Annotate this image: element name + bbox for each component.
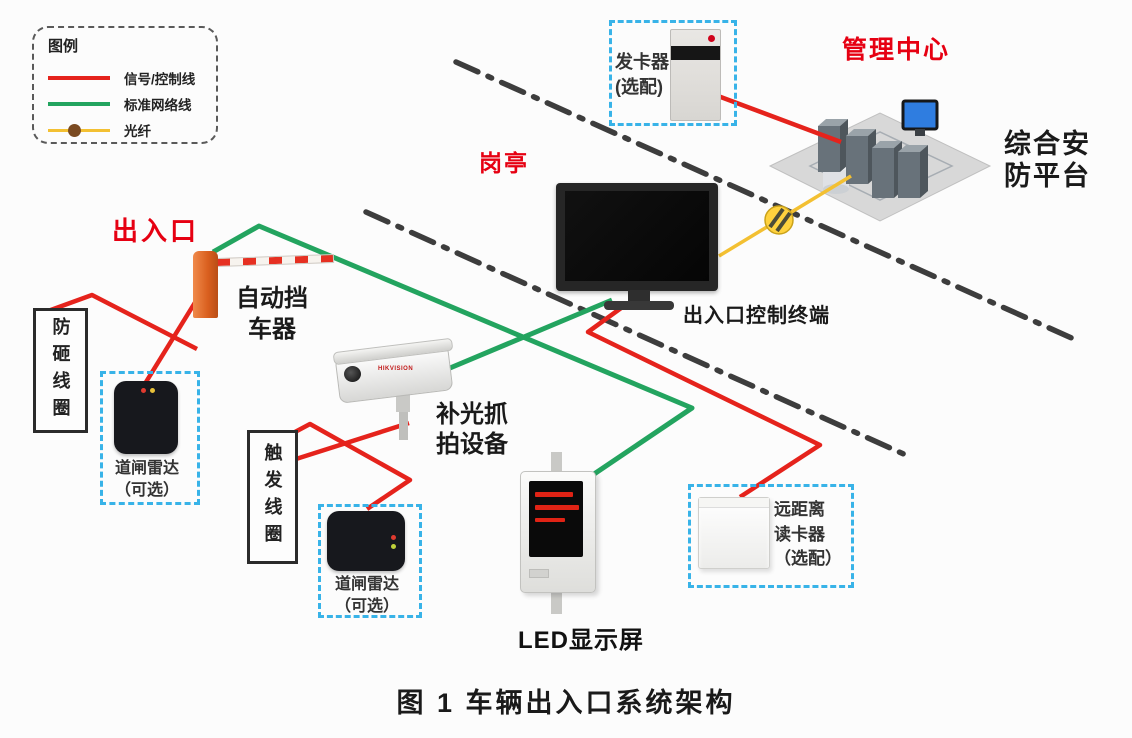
signal-line-dispenser-to-platform <box>717 93 842 145</box>
legend-item-fiber: 光纤 <box>48 117 204 143</box>
zone-label-management-center: 管理中心 <box>842 36 951 64</box>
control-terminal-monitor <box>556 183 718 291</box>
card-dispenser-option-bracket <box>609 20 737 126</box>
led-display-device <box>520 471 596 593</box>
legend-item-label: 光纤 <box>124 124 151 139</box>
camera-lens-icon <box>344 366 361 382</box>
monitor-screen <box>565 191 709 281</box>
barrier-post <box>193 251 218 318</box>
camera-pole <box>399 410 408 440</box>
camera-label-line2: 拍设备 <box>436 431 508 458</box>
card-dispenser-label: 发卡器 <box>615 52 669 72</box>
security-platform-label-line2: 防平台 <box>1004 161 1091 192</box>
legend-item-network: 标准网络线 <box>48 91 204 117</box>
fiber-dot-icon <box>68 123 81 137</box>
anti-smash-loop-box: 防砸线圈 <box>33 308 88 433</box>
led-display-label: LED显示屏 <box>518 627 644 654</box>
figure-caption: 图 1 车辆出入口系统架构 <box>396 688 736 718</box>
radar1-device <box>114 381 178 454</box>
legend-title: 图例 <box>48 38 79 55</box>
legend-item-label: 标准网络线 <box>124 98 192 113</box>
radar2-label: 道闸雷达 <box>334 576 399 593</box>
reader-label-line2: 读卡器 <box>774 524 825 544</box>
platform-monitor <box>901 99 939 131</box>
radar-led-icon <box>150 388 155 393</box>
led-pole-top <box>551 452 562 476</box>
security-platform-graphic <box>768 99 992 222</box>
card-dispenser-note: (选配) <box>615 77 663 98</box>
reader-top-face <box>699 498 769 508</box>
radar2-note: （可选） <box>334 597 399 615</box>
reader-note: （选配） <box>774 549 842 569</box>
cylinder-bottom <box>823 184 849 194</box>
legend-box: 图例 信号/控制线 标准网络线 光纤 <box>32 26 218 144</box>
control-terminal-label: 出入口控制终端 <box>683 305 830 327</box>
server-tower <box>872 141 902 198</box>
zone-divider-management <box>453 59 1079 343</box>
fiber-line-swatch <box>48 123 110 137</box>
reader-label-line1: 远距离 <box>774 500 825 519</box>
led-text-row <box>535 492 573 497</box>
signal-line-antismash-loop-to-barrier <box>47 292 199 352</box>
card-dispenser-device <box>670 29 721 121</box>
signal-line-barrier-to-radar1 <box>144 294 201 384</box>
radar1-label: 道闸雷达 <box>114 460 179 477</box>
barrier-label-line2: 车器 <box>248 316 296 344</box>
legend-item-signal: 信号/控制线 <box>48 65 204 91</box>
signal-line-trigger-loop-to-radar2 <box>293 421 413 511</box>
monitor-stand <box>628 290 650 303</box>
camera-bracket <box>396 394 410 412</box>
signal-line-camera-to-trigger-loop <box>295 420 410 462</box>
radar-led-icon <box>141 388 146 393</box>
reader-option-bracket <box>688 484 854 588</box>
zone-divider-booth <box>363 209 911 459</box>
server-tower <box>818 119 848 172</box>
radar1-option-bracket <box>100 371 200 505</box>
zone-label-entrance: 出入口 <box>112 216 200 246</box>
camera-label-line1: 补光抓 <box>436 401 508 428</box>
led-vent <box>529 569 549 578</box>
brand-dot-icon <box>708 35 715 42</box>
trigger-loop-box: 触发线圈 <box>247 430 298 564</box>
radar-led-icon <box>391 544 396 549</box>
radar1-note: （可选） <box>114 481 179 499</box>
network-line-camera-to-terminal <box>449 297 613 371</box>
led-text-row <box>535 518 565 522</box>
signal-line-terminal-to-reader <box>585 301 823 499</box>
zone-label-guard-booth: 岗亭 <box>479 150 529 176</box>
radar-led-icon <box>391 535 396 540</box>
security-platform-label-line1: 综合安 <box>1004 129 1091 159</box>
barrier-label-line1: 自动挡 <box>236 285 308 312</box>
radar2-option-bracket <box>318 504 422 618</box>
led-text-row <box>535 505 579 510</box>
network-line-swatch <box>48 102 110 106</box>
card-slot <box>671 46 720 60</box>
monitor-base <box>604 301 674 310</box>
camera-brand-mark: HIKVISION <box>378 366 414 372</box>
signal-line-swatch <box>48 76 110 80</box>
network-line-barrier-to-led <box>211 223 695 500</box>
legend-item-label: 信号/控制线 <box>124 72 196 87</box>
long-range-reader-device <box>698 497 770 569</box>
platform-monitor-stand <box>915 129 925 136</box>
fiber-node <box>764 205 794 235</box>
radar2-device <box>327 511 405 571</box>
led-pole-bottom <box>551 588 562 614</box>
server-tower <box>898 145 928 198</box>
